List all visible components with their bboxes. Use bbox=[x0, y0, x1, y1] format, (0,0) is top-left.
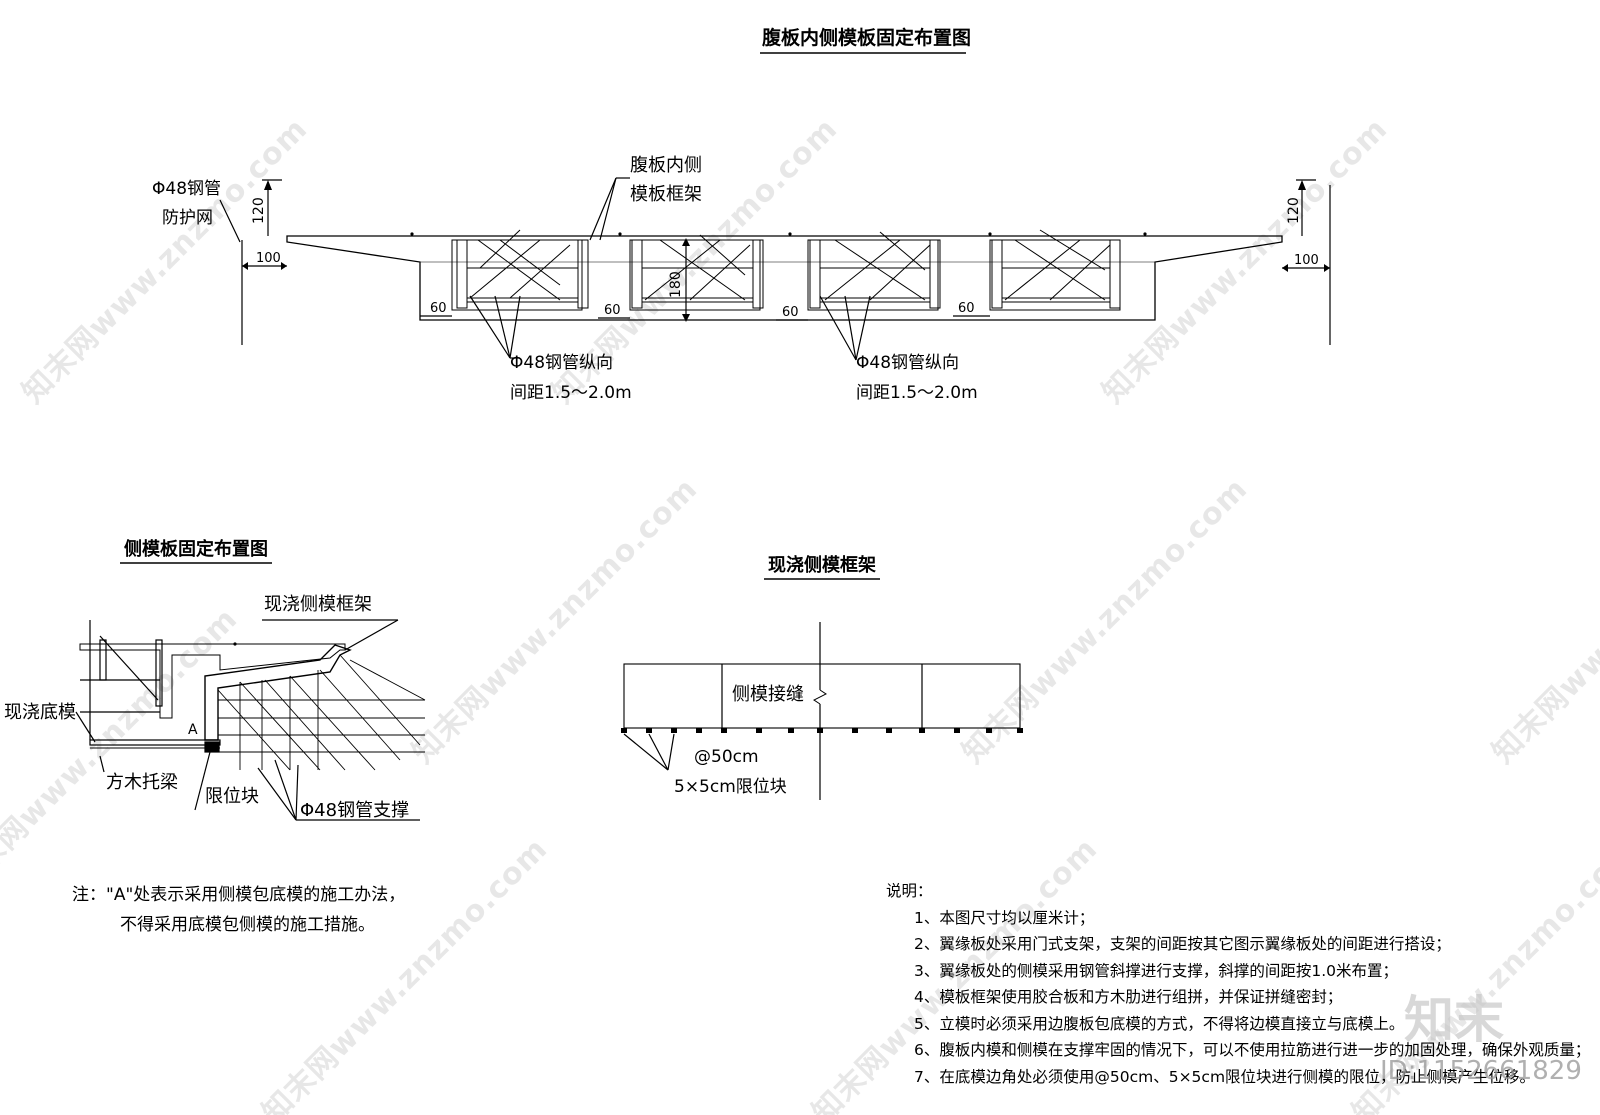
label-a: A bbox=[188, 722, 198, 738]
label-stop-block: 限位块 bbox=[205, 786, 259, 807]
main-diagram: 腹板内侧模板固定布置图 bbox=[152, 26, 1331, 403]
label-pipe-support: Φ48钢管支撑 bbox=[300, 800, 409, 821]
note-item: 3、翼缘板处的侧模采用钢管斜撑进行支撑，斜撑的间距按1.0米布置； bbox=[914, 961, 1399, 980]
side-title: 侧模板固定布置图 bbox=[124, 538, 268, 560]
note-item: 4、模板框架使用胶合板和方木肋进行组拼，并保证拼缝密封； bbox=[914, 988, 1343, 1006]
note-a-line1: 注："A"处表示采用侧模包底模的施工办法， bbox=[72, 885, 406, 905]
watermark-logo: 知末 bbox=[1404, 991, 1504, 1049]
watermark-id: ID:1152661829 bbox=[1380, 1056, 1582, 1086]
box-cells bbox=[451, 229, 1121, 311]
note-item: 6、腹板内模和侧模在支撑牢固的情况下，可以不使用拉筋进行进一步的加固处理，确保外… bbox=[914, 1041, 1591, 1059]
dim-120-left: 120 bbox=[251, 197, 267, 224]
dim-60-c: 60 bbox=[782, 305, 799, 320]
dim-60-d: 60 bbox=[958, 301, 975, 316]
label-timber-beam: 方木托梁 bbox=[106, 772, 178, 793]
dim-60-a: 60 bbox=[430, 301, 447, 316]
notes: 说明： 1、本图尺寸均以厘米计； 2、翼缘板处采用门式支架，支架的间距按其它图示… bbox=[886, 878, 1590, 1090]
dim-100-right: 100 bbox=[1294, 253, 1319, 268]
dim-120-right: 120 bbox=[1286, 197, 1302, 224]
note-a: 注："A"处表示采用侧模包底模的施工办法， 不得采用底模包侧模的施工措施。 bbox=[72, 880, 405, 940]
main-title: 腹板内侧模板固定布置图 bbox=[761, 26, 971, 49]
label-cast-bottom: 现浇底模 bbox=[4, 702, 76, 723]
label-spacing: @50cm bbox=[694, 747, 759, 767]
label-long-pipe-right-2: 间距1.5～2.0m bbox=[856, 383, 978, 403]
dim-60-b: 60 bbox=[604, 303, 621, 318]
note-item: 7、在底模边角处必须使用@50cm、5×5cm限位块进行侧模的限位，防止侧模产生… bbox=[914, 1067, 1536, 1086]
notes-heading: 说明： bbox=[886, 882, 933, 900]
label-pipe-net-1: Φ48钢管 bbox=[152, 179, 221, 199]
note-item: 5、立模时必须采用边腹板包底模的方式，不得将边模直接立与底模上。 bbox=[914, 1014, 1405, 1033]
label-frame-1: 腹板内侧 bbox=[630, 155, 702, 176]
dim-100-left: 100 bbox=[256, 251, 281, 266]
label-joint: 侧模接缝 bbox=[732, 684, 804, 705]
label-long-pipe-left-2: 间距1.5～2.0m bbox=[510, 383, 632, 403]
dim-180: 180 bbox=[668, 271, 684, 298]
frame-diagram: 现浇侧模框架 bbox=[621, 554, 1023, 800]
note-item: 2、翼缘板处采用门式支架，支架的间距按其它图示翼缘板处的间距进行搭设； bbox=[914, 935, 1451, 953]
side-diagram: 侧模板固定布置图 bbox=[4, 538, 426, 821]
note-item: 1、本图尺寸均以厘米计； bbox=[914, 908, 1095, 927]
note-a-line2: 不得采用底模包侧模的施工措施。 bbox=[120, 915, 375, 935]
label-long-pipe-left-1: Φ48钢管纵向 bbox=[510, 353, 613, 373]
label-pipe-net-2: 防护网 bbox=[162, 208, 213, 228]
label-block: 5×5cm限位块 bbox=[674, 777, 787, 797]
label-frame-2: 模板框架 bbox=[630, 184, 702, 205]
label-long-pipe-right-1: Φ48钢管纵向 bbox=[856, 353, 959, 373]
label-cast-frame: 现浇侧模框架 bbox=[264, 594, 372, 615]
frame-title: 现浇侧模框架 bbox=[768, 554, 876, 576]
